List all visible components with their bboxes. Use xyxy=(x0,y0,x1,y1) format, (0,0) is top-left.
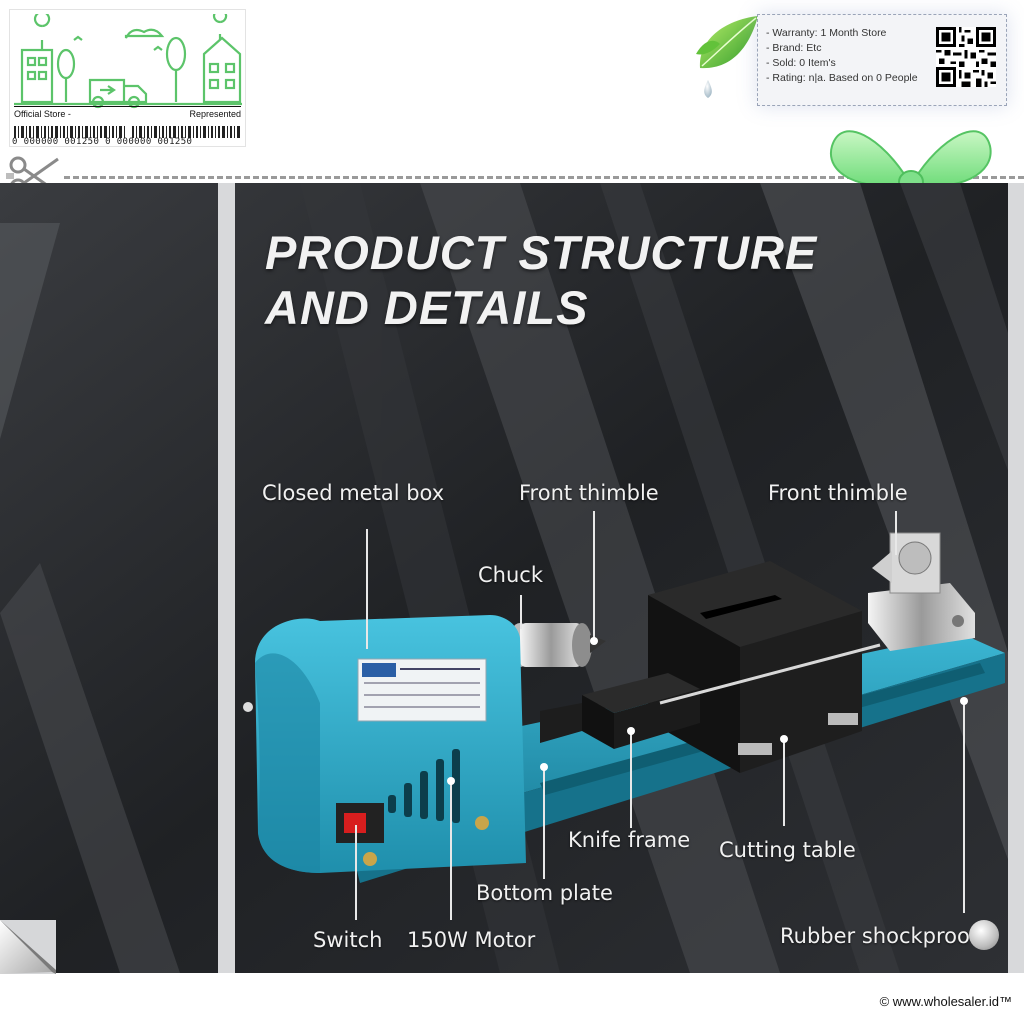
motor-leader xyxy=(450,783,452,920)
city-delivery-illustration xyxy=(14,14,242,109)
bottom-plate-label: Bottom plate xyxy=(476,881,613,905)
knife-frame-label: Knife frame xyxy=(568,828,691,852)
page-title: PRODUCT STRUCTURE AND DETAILS xyxy=(265,225,817,335)
cutting-table-leader xyxy=(783,741,785,826)
tailstock-shape xyxy=(868,532,975,651)
front-thimble-2-leader xyxy=(895,511,897,555)
barcode-number: 0 000000 001250 0 000000 001250 xyxy=(12,137,193,147)
knife-frame-leader xyxy=(630,733,632,828)
rating-text: - Rating: n|a. Based on 0 People xyxy=(766,72,918,84)
title-line-2: AND DETAILS xyxy=(265,281,589,334)
background-stripes xyxy=(0,183,1024,973)
brand-text: - Brand: Etc xyxy=(766,42,822,54)
product-structure-panel: PRODUCT STRUCTURE AND DETAILS xyxy=(0,183,1024,973)
scroll-knob[interactable] xyxy=(969,920,999,950)
cut-line-divider xyxy=(64,176,1024,179)
cutting-table-label: Cutting table xyxy=(719,838,856,862)
sold-text: - Sold: 0 Item's xyxy=(766,57,836,69)
warranty-text: - Warranty: 1 Month Store xyxy=(766,27,887,39)
closed-metal-box-label: Closed metal box xyxy=(262,481,445,505)
mini-lathe-illustration xyxy=(243,532,1005,883)
barcode xyxy=(14,126,240,138)
product-info-card: - Warranty: 1 Month Store - Brand: Etc -… xyxy=(757,14,1007,106)
page-curl-corner[interactable] xyxy=(0,920,56,974)
closed-metal-box-shape xyxy=(243,615,526,873)
cutting-table-dot xyxy=(780,735,788,743)
chuck-label: Chuck xyxy=(478,563,543,587)
switch-leader xyxy=(355,825,357,920)
leaf-water-drop-icon xyxy=(696,16,758,98)
bottom-plate-leader xyxy=(543,769,545,879)
chuck-dot xyxy=(590,637,598,645)
represented-label: Represented xyxy=(189,109,241,119)
rubber-shockproof-dot xyxy=(960,697,968,705)
qr-code-icon xyxy=(936,27,996,87)
motor-label: 150W Motor xyxy=(407,928,536,952)
rubber-shockproof-label: Rubber shockproof xyxy=(780,924,978,948)
chuck-shape xyxy=(508,623,606,667)
rubber-shockproof-leader xyxy=(963,703,965,913)
closed-metal-box-leader xyxy=(366,529,368,649)
chuck-leader xyxy=(520,595,522,629)
switch-label: Switch xyxy=(313,928,383,952)
bottom-plate-dot xyxy=(540,763,548,771)
knife-frame-shape xyxy=(540,643,881,749)
knife-frame-dot xyxy=(627,727,635,735)
motor-dot xyxy=(447,777,455,785)
title-line-1: PRODUCT STRUCTURE xyxy=(265,226,818,279)
official-store-label: Official Store - xyxy=(14,109,71,119)
copyright-footer: © www.wholesaler.id™ xyxy=(879,994,1012,1009)
front-thimble-1-leader xyxy=(593,511,595,641)
front-thimble-2-label: Front thimble xyxy=(768,481,908,505)
front-thimble-1-label: Front thimble xyxy=(519,481,659,505)
official-store-badge: Official Store - Represented 0 0000 xyxy=(9,9,246,147)
product-info-list: - Warranty: 1 Month Store - Brand: Etc -… xyxy=(766,26,918,86)
